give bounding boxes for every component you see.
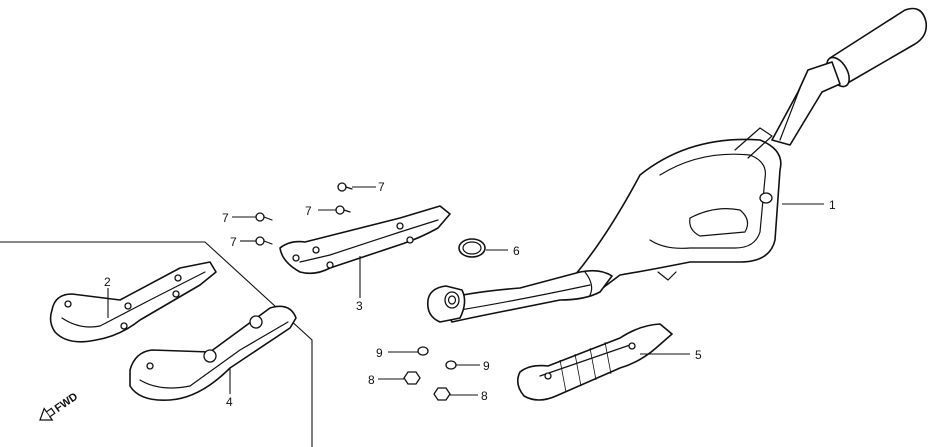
bolt-7a <box>337 182 353 192</box>
callout-1: 1 <box>829 198 836 212</box>
callout-7-mid: 7 <box>305 204 312 218</box>
bolt-7d <box>255 236 273 246</box>
nut-8b <box>433 387 451 401</box>
callout-8-right: 8 <box>481 389 488 403</box>
bolt-7b <box>335 205 351 215</box>
leader-lines <box>107 186 824 396</box>
fwd-label: FWD <box>53 391 80 415</box>
bolt-7c <box>255 212 273 222</box>
callout-2: 2 <box>104 275 111 289</box>
heat-shield-part-4 <box>129 305 297 402</box>
callout-5: 5 <box>695 348 702 362</box>
callout-9-right: 9 <box>483 359 490 373</box>
callout-3: 3 <box>356 299 363 313</box>
callout-9-left: 9 <box>376 346 383 360</box>
heat-shield-part-2 <box>49 261 217 343</box>
callout-7-top: 7 <box>378 180 385 194</box>
gasket-part-6 <box>458 238 486 258</box>
fwd-arrow-icon: FWD <box>39 391 80 421</box>
nut-8a <box>403 371 421 385</box>
callout-7-left: 7 <box>222 211 229 225</box>
heat-shield-part-3 <box>279 205 451 275</box>
muffler-part-1 <box>426 7 928 323</box>
callout-4: 4 <box>226 395 233 409</box>
callout-7-lower: 7 <box>230 235 237 249</box>
callout-6: 6 <box>513 244 520 258</box>
heat-shield-part-5 <box>516 323 673 401</box>
washer-9a <box>417 346 429 356</box>
callout-8-left: 8 <box>368 373 375 387</box>
washer-9b <box>445 360 457 370</box>
inset-border <box>0 241 313 447</box>
